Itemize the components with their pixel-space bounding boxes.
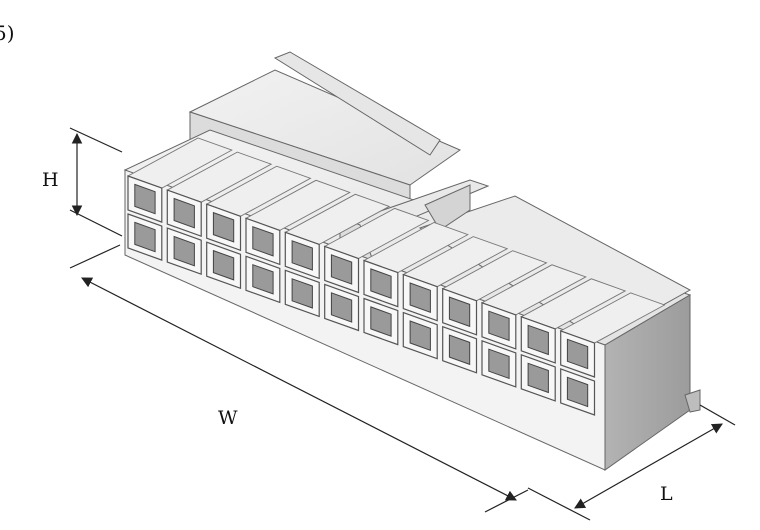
dimension-length	[527, 404, 736, 521]
width-label: W	[218, 407, 238, 429]
rear-housing-ridge	[273, 51, 441, 156]
length-ext-right	[699, 404, 736, 426]
dimension-width	[69, 244, 529, 513]
cavity-opening	[291, 240, 313, 271]
dimension-height	[69, 127, 123, 237]
cavity-opening	[566, 338, 589, 370]
cavity-opening	[212, 211, 235, 243]
cavity-opening	[134, 183, 156, 215]
cavity-opening	[527, 324, 549, 356]
width-ext-right	[484, 489, 529, 513]
cavity-opening	[134, 221, 156, 253]
cavity-opening	[566, 376, 589, 408]
cavity-opening	[173, 197, 195, 229]
width-ext-left	[69, 244, 121, 269]
figure-number: 5)	[0, 21, 15, 45]
cavity-opening	[527, 362, 549, 394]
length-ext-left	[527, 487, 591, 521]
cavity-opening	[252, 225, 274, 257]
height-ext-bottom	[69, 209, 123, 237]
length-arrow	[574, 423, 723, 509]
latch-tab	[424, 184, 471, 231]
width-arrow	[81, 277, 517, 501]
length-label: L	[660, 483, 673, 505]
height-ext-top	[69, 127, 123, 153]
height-label: H	[42, 169, 59, 191]
cavity-opening	[173, 235, 195, 267]
end-foot	[684, 389, 701, 413]
